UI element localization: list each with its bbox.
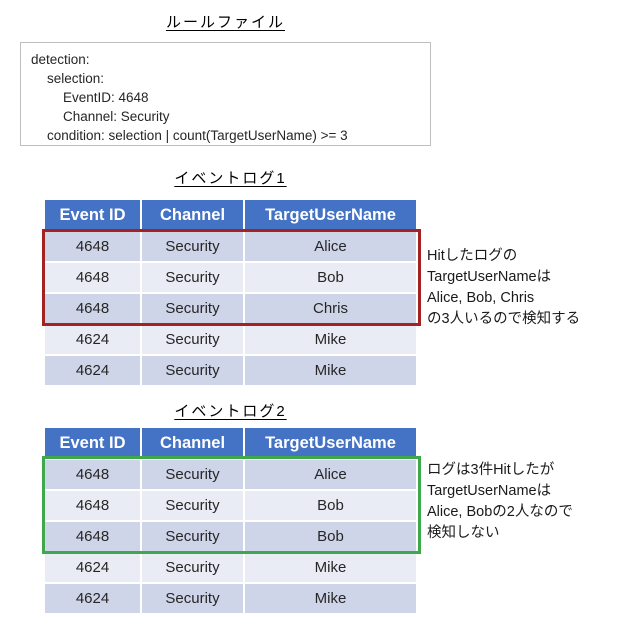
table-cell: 4624 xyxy=(45,325,140,354)
table-cell: Security xyxy=(142,232,243,261)
table-row: 4624 Security Mike xyxy=(45,325,416,354)
table-cell: Alice xyxy=(245,460,416,489)
table-cell: 4648 xyxy=(45,294,140,323)
log1-annotation: Hitしたログの TargetUserNameは Alice, Bob, Chr… xyxy=(427,248,581,327)
column-header-targetusername: TargetUserName xyxy=(245,200,416,230)
event-log-1-table: Event ID Channel TargetUserName 4648 Sec… xyxy=(45,200,416,385)
rule-file-title: ルールファイル xyxy=(20,11,431,32)
table-cell: Mike xyxy=(245,325,416,354)
table-row: 4624 Security Mike xyxy=(45,584,416,613)
rule-file-box: detection: selection: EventID: 4648 Chan… xyxy=(20,42,431,146)
table-cell: 4624 xyxy=(45,553,140,582)
log2-annotation: ログは3件Hitしたが TargetUserNameは Alice, Bobの2… xyxy=(427,462,573,541)
table-cell: Mike xyxy=(245,584,416,613)
rule-line-channel: Channel: Security xyxy=(63,109,170,124)
column-header-targetusername: TargetUserName xyxy=(245,428,416,458)
rule-file-title-text: ルールファイル xyxy=(165,14,285,31)
event-log-1-title: イベントログ1 xyxy=(45,167,416,188)
table-row: 4624 Security Mike xyxy=(45,553,416,582)
table-cell: Bob xyxy=(245,491,416,520)
table-cell: 4624 xyxy=(45,584,140,613)
table-cell: Bob xyxy=(245,263,416,292)
table-cell: Mike xyxy=(245,553,416,582)
table-row: 4648 Security Alice xyxy=(45,460,416,489)
table-cell: Security xyxy=(142,553,243,582)
rule-line-eventid: EventID: 4648 xyxy=(63,90,149,105)
column-header-channel: Channel xyxy=(142,200,243,230)
column-header-channel: Channel xyxy=(142,428,243,458)
table-cell: 4624 xyxy=(45,356,140,385)
table-cell: Security xyxy=(142,294,243,323)
table-row: 4648 Security Chris xyxy=(45,294,416,323)
table-cell: Security xyxy=(142,491,243,520)
table-header-row: Event ID Channel TargetUserName xyxy=(45,428,416,458)
table-row: 4648 Security Bob xyxy=(45,522,416,551)
table-header-row: Event ID Channel TargetUserName xyxy=(45,200,416,230)
table-row: 4648 Security Bob xyxy=(45,263,416,292)
table-row: 4648 Security Alice xyxy=(45,232,416,261)
table-cell: 4648 xyxy=(45,522,140,551)
rule-line-condition: condition: selection | count(TargetUserN… xyxy=(47,128,348,143)
rule-line-selection: selection: xyxy=(47,71,105,86)
table-cell: Security xyxy=(142,356,243,385)
table-cell: Security xyxy=(142,460,243,489)
table-cell: Alice xyxy=(245,232,416,261)
table-cell: Security xyxy=(142,522,243,551)
table-cell: Security xyxy=(142,325,243,354)
column-header-event-id: Event ID xyxy=(45,200,140,230)
event-log-2-table: Event ID Channel TargetUserName 4648 Sec… xyxy=(45,428,416,613)
table-cell: Bob xyxy=(245,522,416,551)
column-header-event-id: Event ID xyxy=(45,428,140,458)
event-log-2-title: イベントログ2 xyxy=(45,400,416,421)
table-cell: Chris xyxy=(245,294,416,323)
table-row: 4648 Security Bob xyxy=(45,491,416,520)
event-log-1-title-text: イベントログ1 xyxy=(174,170,287,187)
table-cell: 4648 xyxy=(45,263,140,292)
rule-line-detection: detection: xyxy=(31,52,90,67)
event-log-2-title-text: イベントログ2 xyxy=(174,403,287,420)
table-row: 4624 Security Mike xyxy=(45,356,416,385)
table-cell: Security xyxy=(142,263,243,292)
table-cell: 4648 xyxy=(45,232,140,261)
table-cell: 4648 xyxy=(45,460,140,489)
table-cell: Mike xyxy=(245,356,416,385)
table-cell: Security xyxy=(142,584,243,613)
table-cell: 4648 xyxy=(45,491,140,520)
